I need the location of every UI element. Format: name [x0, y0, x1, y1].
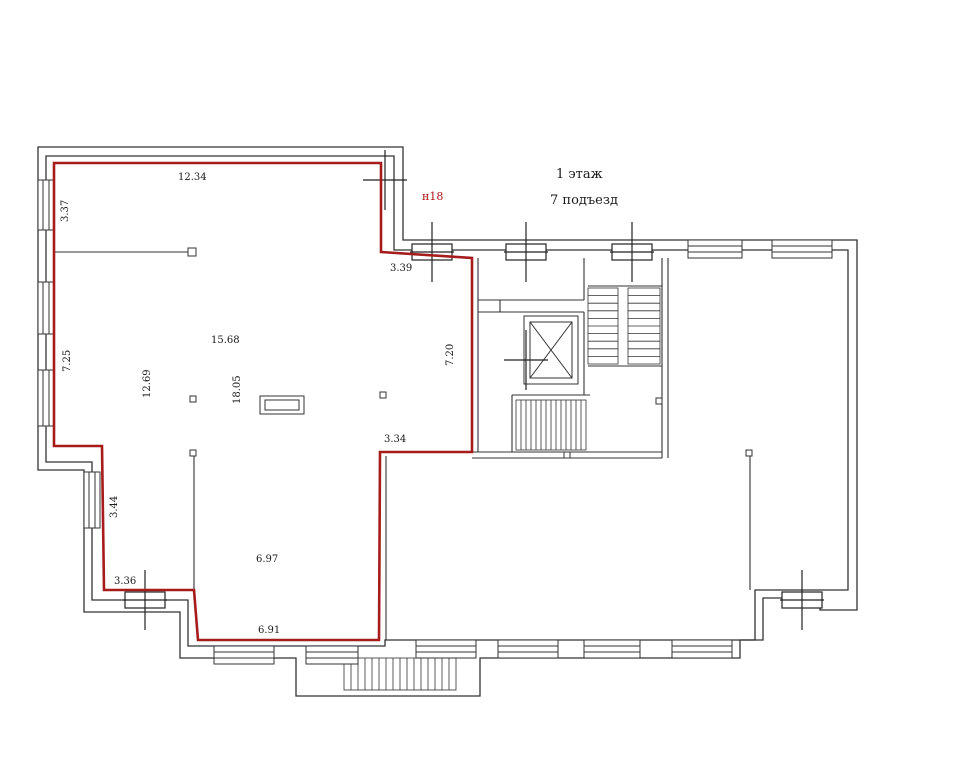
- window: [37, 179, 55, 231]
- dim-inner-step: 3.34: [384, 434, 406, 445]
- unit-outline: [52, 161, 474, 642]
- dim-main-width: 15.68: [211, 335, 240, 346]
- dim-inner-height: 12.69: [142, 369, 153, 398]
- window: [37, 369, 55, 427]
- column-cross-icon: [504, 222, 548, 282]
- dim-notch-width: 3.39: [390, 263, 412, 274]
- window: [213, 645, 275, 665]
- window: [37, 281, 55, 335]
- dim-left-height: 7.25: [62, 350, 73, 372]
- dim-left-upper: 3.37: [60, 200, 71, 222]
- dim-lower-depth: 6.97: [256, 554, 278, 565]
- dim-center-depth: 18.05: [232, 375, 243, 404]
- dim-right-depth: 7.20: [445, 344, 456, 366]
- window: [415, 639, 477, 659]
- structural-crosses: [123, 150, 824, 630]
- stairs-upper: [587, 287, 661, 365]
- window: [305, 645, 359, 665]
- column-cross-icon: [504, 330, 548, 390]
- stairs-lower: [515, 399, 587, 451]
- window: [83, 471, 101, 529]
- floor-label: 1 этаж: [556, 167, 603, 182]
- column-cross-icon: [363, 150, 407, 210]
- dim-small-step: 3.36: [114, 576, 136, 587]
- unit-label: н18: [422, 190, 443, 203]
- column-cross-icon: [780, 570, 824, 630]
- windows: [37, 179, 833, 665]
- column-cross-icon: [123, 570, 167, 630]
- window: [671, 639, 733, 659]
- interior-walls: [54, 251, 751, 640]
- column-cross-icon: [410, 222, 454, 282]
- dim-top-width: 12.34: [178, 172, 207, 183]
- window: [497, 639, 559, 659]
- window: [687, 239, 743, 259]
- entrance-label: 7 подъезд: [550, 193, 618, 208]
- dim-lower-left: 3.44: [109, 496, 120, 518]
- outer-walls: [37, 146, 858, 697]
- column-cross-icon: [610, 222, 654, 282]
- window: [771, 239, 833, 259]
- window: [583, 639, 641, 659]
- stairs-entrance: [343, 657, 457, 691]
- dim-bottom-width: 6.91: [258, 625, 280, 636]
- elevator-shaft: [523, 315, 579, 385]
- fixtures: [187, 247, 753, 459]
